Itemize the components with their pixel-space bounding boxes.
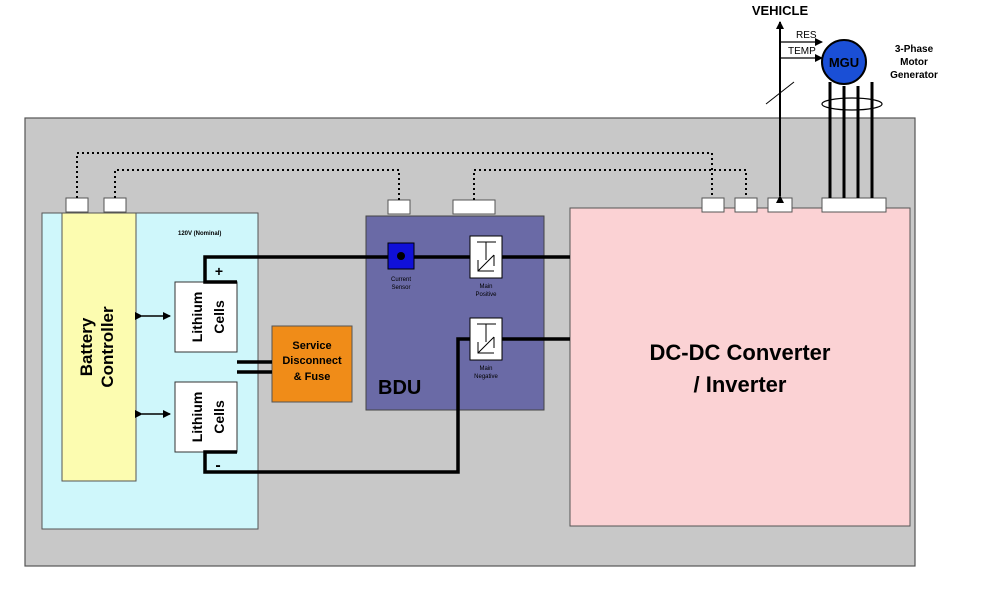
battery-controller-label-1: Battery [77, 317, 96, 376]
service-label-2: Disconnect [282, 355, 342, 367]
main-positive-symbol [477, 241, 496, 272]
main-positive-label-1: Main [479, 284, 492, 290]
connector-1 [65, 197, 89, 213]
main-negative-label-2: Negative [474, 374, 498, 380]
connector-conv-1 [701, 197, 725, 213]
cells-bottom-label-2: Cells [211, 400, 227, 434]
mgu-label: MGU [829, 55, 859, 70]
main-negative-label-1: Main [479, 366, 492, 372]
cells-top-label-2: Cells [211, 300, 227, 334]
main-positive-label-2: Positive [475, 292, 497, 298]
motor-phase-wires [828, 82, 874, 198]
current-sensor-label-1: Current [391, 277, 411, 283]
res-temp-lines [780, 38, 823, 62]
vehicle-label: VEHICLE [752, 3, 809, 18]
cells-top-label-1: Lithium [189, 292, 205, 343]
cells-bottom-label-1: Lithium [189, 392, 205, 443]
lithium-cells-top [174, 281, 238, 353]
main-negative-symbol [477, 323, 496, 354]
converter-label-2: / Inverter [694, 372, 787, 397]
lithium-cells-bottom [174, 381, 238, 453]
service-label-3: & Fuse [294, 371, 331, 383]
service-label-1: Service [292, 340, 331, 352]
phase-current-sensor-ring [821, 97, 883, 111]
temp-label: TEMP [788, 46, 816, 57]
current-sensor-dot [397, 252, 405, 260]
battery-controller-label-2: Controller [98, 306, 117, 388]
converter-label-1: DC-DC Converter [650, 340, 831, 365]
positive-terminal-label: + [215, 263, 223, 279]
power-wires [203, 255, 570, 474]
service-disconnect-fuse [271, 325, 353, 403]
vehicle-link [765, 21, 795, 203]
communication-lines [76, 152, 747, 200]
mgu-circle [821, 39, 867, 85]
connector-2 [103, 197, 127, 213]
res-label: RES [796, 30, 817, 41]
motor-label-3: Generator [890, 70, 938, 81]
battery-controller [61, 212, 137, 482]
motor-label-1: 3-Phase [895, 44, 934, 55]
nominal-voltage-label: 120V (Nominal) [178, 231, 221, 237]
connector-motor [821, 197, 887, 213]
current-sensor-label-2: Sensor [391, 285, 410, 291]
controller-cells-arrows [135, 312, 171, 418]
bdu-label: BDU [378, 377, 421, 399]
connector-bdu-2 [452, 199, 496, 215]
motor-label-2: Motor [900, 57, 928, 68]
connector-conv-2 [734, 197, 758, 213]
negative-terminal-label: - [215, 457, 220, 474]
dc-dc-converter-inverter [569, 207, 911, 527]
connector-bdu-1 [387, 199, 411, 215]
connector-conv-3 [767, 197, 793, 213]
